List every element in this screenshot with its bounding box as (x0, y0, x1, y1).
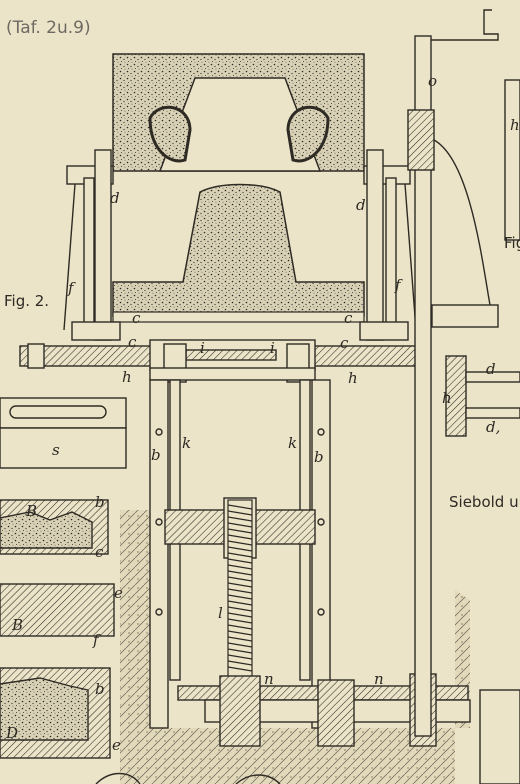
label-b-lower-detail: b (95, 680, 105, 698)
label-l: l (218, 604, 223, 622)
label-i-left: i (200, 339, 205, 357)
plate-reference: (Taf. 2u.9) (6, 18, 91, 38)
label-B-lower: B (11, 616, 23, 634)
label-n-left: n (264, 670, 274, 688)
detail-B-upper (0, 499, 109, 555)
label-f-detail: f (92, 631, 101, 649)
label-f-right: f (394, 276, 403, 294)
label-e-detail: e (114, 584, 123, 602)
label-n-right: n (374, 670, 384, 688)
label-b-left: b (151, 446, 161, 464)
label-k-left: k (182, 434, 191, 452)
label-D: D (5, 724, 18, 742)
lever-column (407, 9, 499, 737)
label-d1-detail: d, (486, 418, 500, 436)
label-b-right: b (314, 448, 324, 466)
bottom-arc-left (95, 772, 141, 784)
detail-s (0, 397, 127, 469)
detail-D (0, 667, 111, 759)
lower-mould-pattern (112, 183, 365, 323)
figure-label-right: Fig (504, 234, 520, 252)
label-d-right: d (356, 196, 366, 214)
label-f-left: f (67, 279, 76, 297)
right-guide-column (359, 149, 417, 341)
label-k-right: k (288, 434, 297, 452)
label-d-detail: d (486, 360, 496, 378)
label-h-right-detail: h (510, 116, 520, 134)
label-o: o (428, 72, 437, 90)
detail-B-lower (0, 583, 115, 637)
label-e-lower-detail: e (112, 736, 121, 754)
label-b-detail: b (95, 493, 105, 511)
label-h-detail: h (442, 389, 452, 407)
figure-label: Fig. 2. (4, 292, 49, 310)
ground-section (120, 510, 470, 784)
cross-beams (19, 339, 421, 383)
label-c-upper-right: c (344, 309, 353, 327)
label-h-right: h (348, 369, 358, 387)
bottom-arc-right (235, 774, 281, 784)
maker-text: Siebold un (449, 493, 520, 511)
label-i-right: i (270, 339, 275, 357)
label-c-right: c (340, 334, 349, 352)
label-d-left: d (110, 189, 120, 207)
upper-mould-flask (112, 53, 365, 172)
label-c-upper-left: c (132, 309, 141, 327)
left-guide-column (63, 149, 121, 341)
screw-spindle (227, 499, 253, 681)
right-detail (445, 79, 520, 784)
label-s: s (52, 441, 60, 459)
label-c-left: c (128, 333, 137, 351)
label-c-detail: c (95, 543, 104, 561)
label-h-left: h (122, 368, 132, 386)
label-B-upper: B (25, 502, 37, 520)
